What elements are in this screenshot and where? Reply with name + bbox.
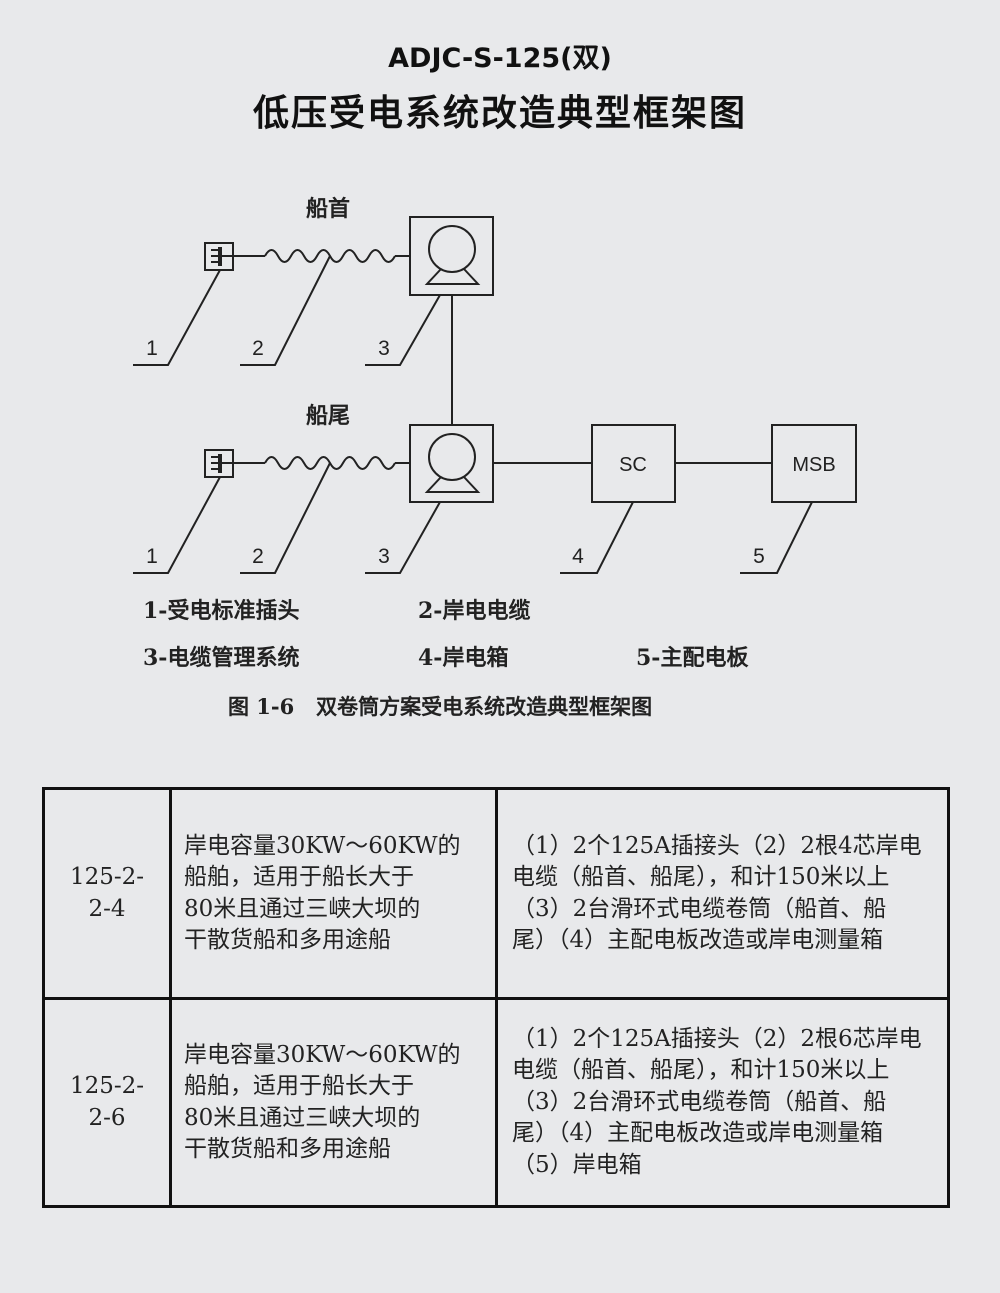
model-code-cell: 125-2- 2-4: [42, 787, 172, 1000]
figure-caption: 图 1-6 双卷筒方案受电系统改造典型框架图: [228, 694, 652, 719]
bow-label: 船首: [306, 196, 350, 222]
system-diagram: 船首 船尾 SC MSB 1 2 3 1 2 3 4 5 1-受电标准插头 2-…: [133, 196, 857, 719]
cell-line: 电缆（船首、船尾），和计150米以上: [512, 864, 890, 890]
msb-box: [771, 424, 857, 503]
cell-line: 2-4: [88, 895, 126, 922]
legend-item: 1-受电标准插头: [143, 598, 299, 624]
callout-1: 1: [146, 337, 158, 360]
callout-2: 2: [252, 545, 264, 568]
cell-line: 干散货船和多用途船: [184, 1136, 391, 1162]
description-cell: 岸电容量30KW～60KW的 船舶，适用于船长大于 80米且通过三峡大坝的 干散…: [169, 787, 498, 1000]
cell-line: 尾）（4）主配电板改造或岸电测量箱: [512, 927, 884, 953]
cell-line: （3）2台滑环式电缆卷筒（船首、船: [512, 1088, 887, 1115]
callout-3: 3: [378, 337, 390, 360]
cable-bow: [264, 249, 396, 263]
cell-line: 船舶，适用于船长大于: [184, 1073, 414, 1099]
components-cell: （1）2个125A插接头（2）2根6芯岸电 电缆（船首、船尾），和计150米以上…: [495, 997, 950, 1208]
callout-5: 5: [753, 545, 765, 568]
cell-line: 尾）（4）主配电板改造或岸电测量箱: [512, 1120, 884, 1147]
legend-item: 5-主配电板: [636, 645, 749, 671]
stern-label: 船尾: [306, 403, 350, 429]
description-cell: 岸电容量30KW～60KW的 船舶，适用于船长大于 80米且通过三峡大坝的 干散…: [169, 997, 498, 1208]
legend-item: 3-电缆管理系统: [143, 645, 299, 671]
cell-line: （1）2个125A插接头（2）2根6芯岸电: [512, 1025, 922, 1052]
table-row: 125-2- 2-4 岸电容量30KW～60KW的 船舶，适用于船长大于 80米…: [42, 787, 950, 1000]
cell-line: 80米且通过三峡大坝的: [184, 1104, 421, 1131]
cell-line: 80米且通过三峡大坝的: [184, 895, 421, 922]
plug-icon-bow: [204, 242, 234, 271]
cell-line: 岸电容量30KW～60KW的: [184, 1041, 461, 1068]
model-title: ADJC-S-125(双): [388, 43, 612, 74]
cable-reel-icon-stern: [409, 424, 494, 503]
spec-table: 125-2- 2-4 岸电容量30KW～60KW的 船舶，适用于船长大于 80米…: [42, 787, 950, 1208]
cell-line: 船舶，适用于船长大于: [184, 864, 414, 890]
cell-line: 岸电容量30KW～60KW的: [184, 832, 461, 859]
cell-line: 干散货船和多用途船: [184, 927, 391, 953]
cell-line: 125-2-: [69, 1073, 145, 1099]
callout-1: 1: [146, 545, 158, 568]
callout-3: 3: [378, 545, 390, 568]
model-code-cell: 125-2- 2-6: [42, 997, 172, 1208]
callout-2: 2: [252, 337, 264, 360]
cell-line: （3）2台滑环式电缆卷筒（船首、船: [512, 895, 887, 922]
cable-reel-icon-bow: [409, 216, 494, 296]
cell-line: 2-6: [88, 1104, 126, 1131]
sc-label: SC: [619, 454, 647, 476]
cell-line: （5）岸电箱: [512, 1151, 642, 1178]
msb-label: MSB: [792, 454, 835, 476]
cell-line: 电缆（船首、船尾），和计150米以上: [512, 1057, 890, 1084]
cell-line: 125-2-: [69, 864, 145, 890]
callout-4: 4: [572, 545, 584, 568]
legend-item: 2-岸电电缆: [418, 598, 530, 624]
components-cell: （1）2个125A插接头（2）2根4芯岸电 电缆（船首、船尾），和计150米以上…: [495, 787, 950, 1000]
page-title: 低压受电系统改造典型框架图: [252, 93, 747, 134]
table-row: 125-2- 2-6 岸电容量30KW～60KW的 船舶，适用于船长大于 80米…: [42, 997, 950, 1208]
plug-icon-stern: [204, 449, 234, 478]
cell-line: （1）2个125A插接头（2）2根4芯岸电: [512, 832, 922, 859]
legend-item: 4-岸电箱: [418, 645, 508, 671]
